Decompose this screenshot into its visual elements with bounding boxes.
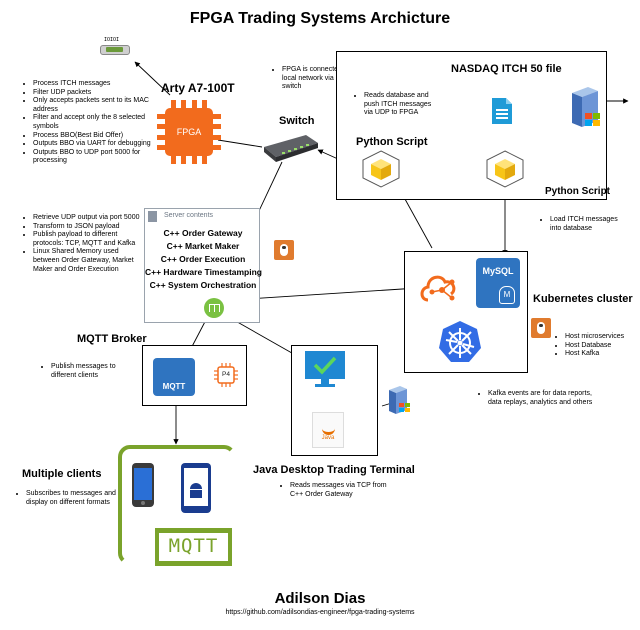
smartphone-icon: [132, 463, 154, 507]
kubernetes-cluster-label: Kubernetes cluster: [533, 293, 633, 305]
java-logo-text: Java: [321, 435, 335, 441]
fpga-note: Only accepts packets sent to its MAC add…: [33, 97, 151, 114]
cpp-item: C++ Order Gateway: [163, 228, 243, 238]
kafka-note: Kafka events are for data reports, data …: [479, 390, 598, 407]
switch-name: Switch: [279, 115, 315, 127]
mqtt-icon-text: MQTT: [162, 382, 186, 391]
server-notes: Retrieve UDP output via port 5000 Transf…: [24, 214, 145, 274]
fpga-notes: Process ITCH messages Filter UDP packets…: [24, 80, 151, 166]
fpga-note: Outputs BBO via UART for debugging: [33, 140, 151, 149]
fpga-note: Process BBO(Best Bid Offer): [33, 132, 151, 141]
fpga-chip-icon: [157, 100, 221, 164]
load-itch-note-text: Load ITCH messages into database: [550, 216, 620, 233]
server-box: Server contents C++ Order Gateway C++ Ma…: [144, 208, 262, 323]
windows-server-icon: [572, 87, 600, 127]
mqtt-note: Publish messages to different clients: [42, 363, 139, 380]
python-note-text: Reads database and push ITCH messages vi…: [364, 92, 439, 118]
kubernetes-icon: [439, 321, 481, 362]
android-tablet-icon: [181, 463, 211, 513]
linux-tux-icon: [274, 240, 294, 260]
nasdaq-file-name: NASDAQ ITCH 50 file: [451, 63, 562, 75]
python-script-label-2: Python Script: [545, 186, 611, 197]
mqtt-client-badge: MQTT: [155, 528, 232, 566]
repo-url: https://github.com/adilsondias-engineer/…: [225, 609, 415, 616]
fpga-board-name: Arty A7-100T: [161, 81, 235, 95]
switch-note-text: FPGA is connected to local network via s…: [282, 66, 352, 92]
mqtt-broker-label: MQTT Broker: [77, 333, 147, 345]
clients-frame: [118, 445, 236, 565]
server-note: Publish payload to different protocols: …: [33, 231, 145, 248]
windows-server-icon-small: [389, 386, 410, 414]
kubernetes-note: Host Kafka: [565, 350, 640, 359]
python-note: Reads database and push ITCH messages vi…: [355, 92, 439, 118]
fpga-chip-label: FPGA: [176, 127, 202, 137]
server-header: Server contents: [145, 209, 259, 223]
line-fpga-switch: [217, 139, 263, 148]
kubernetes-notes: Host microservices Host Database Host Ka…: [556, 333, 640, 359]
diagram-title: FPGA Trading Systems Archicture: [189, 10, 451, 27]
author-name: Adilson Dias: [274, 590, 366, 607]
p4-processor-icon: [214, 363, 238, 387]
cpp-item: C++ Hardware Timestamping: [145, 267, 262, 277]
java-logo-icon: Java: [312, 412, 344, 448]
kafka-note-text: Kafka events are for data reports, data …: [488, 390, 598, 407]
p4-label: P4: [222, 371, 230, 378]
kubernetes-note: Host microservices: [565, 333, 640, 342]
mqtt-client-text: MQTT: [168, 535, 219, 557]
kafka-cloud-icon: [420, 275, 456, 302]
mqtt-broker-icon: MQTT: [153, 358, 195, 396]
cpp-item: C++ System Orchestration: [149, 280, 257, 290]
cpp-item: C++ Market Maker: [166, 241, 240, 251]
clients-note-text: Subscribes to messages and display on di…: [26, 490, 121, 507]
mqtt-note-text: Publish messages to different clients: [51, 363, 139, 380]
kubernetes-note: Host Database: [565, 342, 640, 351]
server-note: Transform to JSON payload: [33, 223, 145, 232]
mysql-database-icon: MySQL M: [476, 258, 520, 308]
server-icon: [148, 211, 157, 222]
desktop-check-icon: [305, 351, 345, 387]
network-switch-icon: [264, 135, 318, 162]
mysql-label: MySQL: [482, 266, 514, 276]
document-file-icon: [492, 98, 512, 124]
serial-port-icon: [100, 45, 130, 55]
java-note-text: Reads messages via TCP from C++ Order Ga…: [290, 482, 390, 499]
switch-note: FPGA is connected to local network via s…: [273, 66, 352, 92]
server-note: Retrieve UDP output via port 5000: [33, 214, 145, 223]
uart-io-label: IOIOI: [104, 37, 120, 43]
python-script-label: Python Script: [356, 136, 428, 148]
clients-note: Subscribes to messages and display on di…: [17, 490, 121, 507]
linux-tux-icon-k8s: [531, 318, 551, 338]
multiple-clients-label: Multiple clients: [22, 468, 102, 480]
python-script-icon-2: [486, 150, 524, 188]
fpga-note: Filter UDP packets: [33, 89, 151, 98]
load-itch-note: Load ITCH messages into database: [541, 216, 620, 233]
server-note: Linux Shared Memory used between Order G…: [33, 248, 145, 274]
server-header-label: Server contents: [164, 212, 214, 219]
fpga-note: Process ITCH messages: [33, 80, 151, 89]
python-script-icon: [362, 150, 400, 188]
fpga-note: Outputs BBO to UDP port 5000 for process…: [33, 149, 151, 166]
network-hub-icon: [204, 298, 224, 318]
cpp-item: C++ Order Execution: [160, 254, 246, 264]
java-terminal-label: Java Desktop Trading Terminal: [253, 464, 415, 476]
fpga-note: Filter and accept only the 8 selected sy…: [33, 114, 151, 131]
java-note: Reads messages via TCP from C++ Order Ga…: [281, 482, 390, 499]
